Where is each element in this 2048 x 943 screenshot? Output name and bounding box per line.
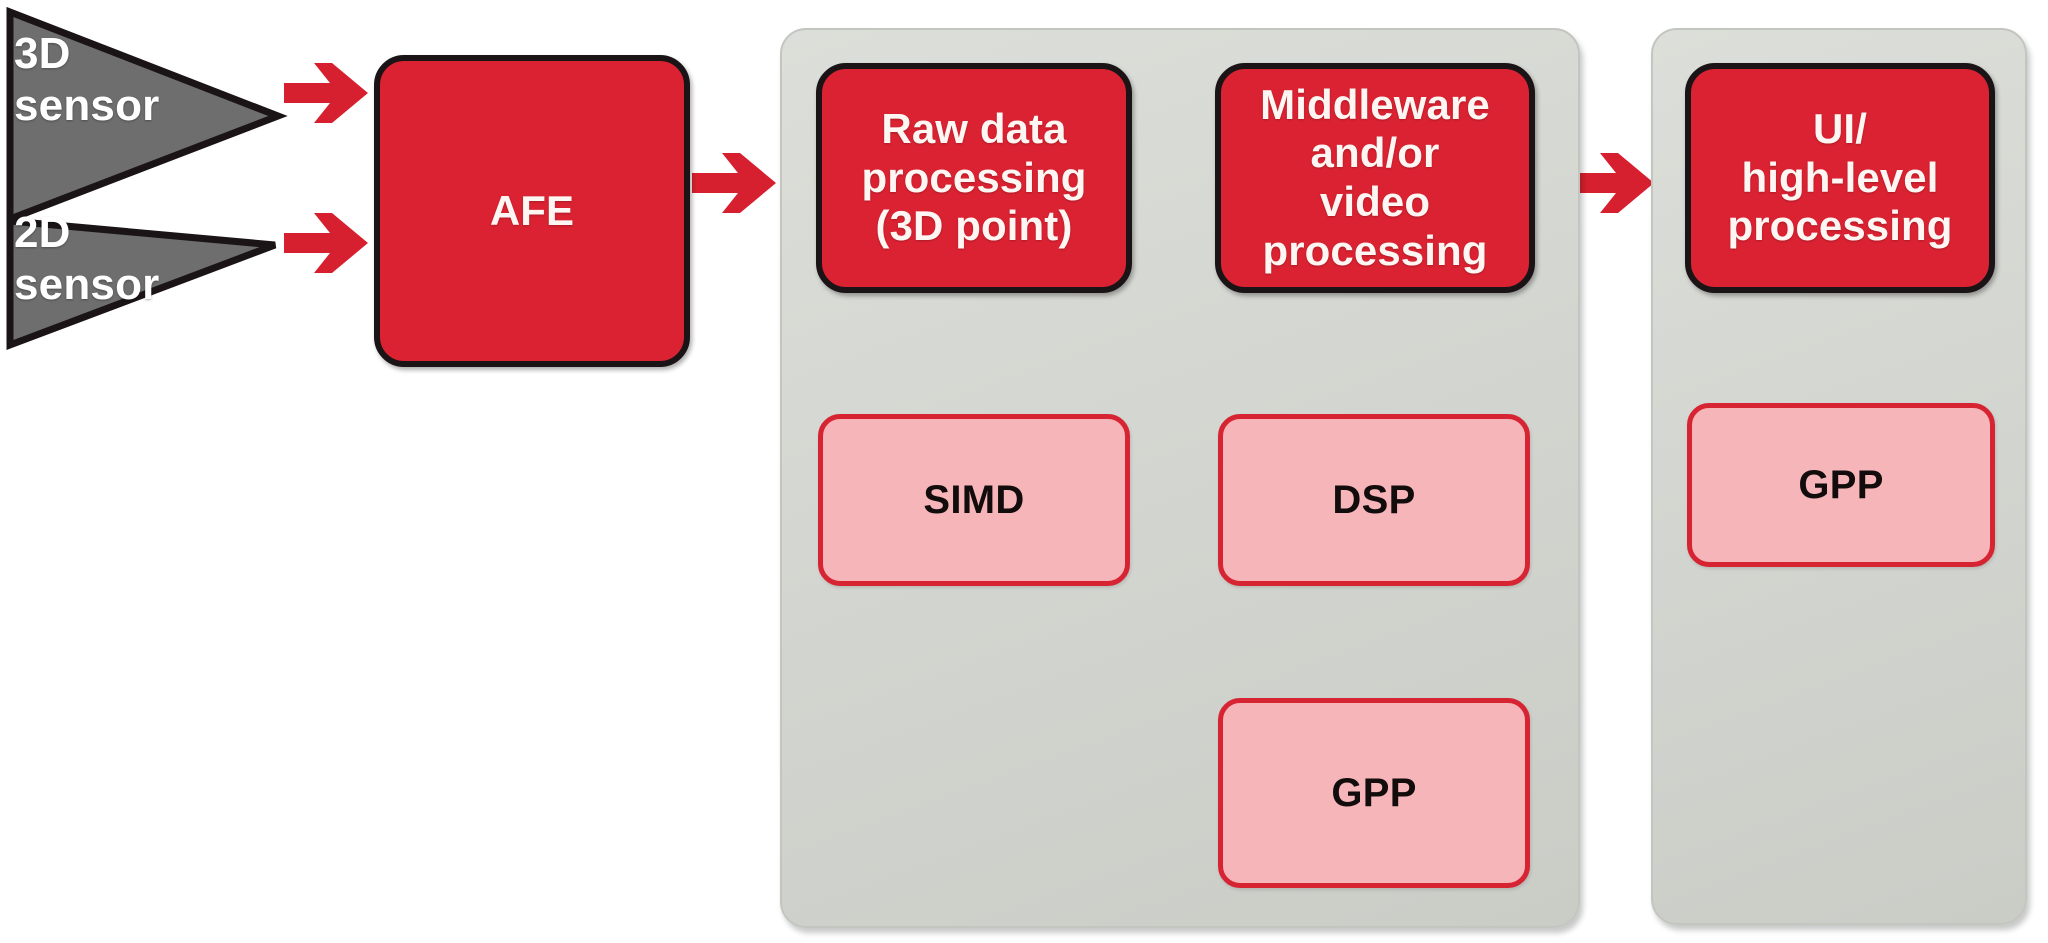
stage-block-ui-high-level-processing-label: UI/ high-level processing: [1727, 104, 1953, 250]
stage-block-middleware-video-processing[interactable]: Middleware and/or video processing: [1215, 63, 1535, 293]
stage-block-afe-label: AFE: [489, 186, 575, 234]
hardware-block-simd[interactable]: SIMD: [818, 414, 1130, 586]
stage-block-raw-data-processing[interactable]: Raw data processing (3D point): [816, 63, 1132, 293]
hardware-block-gpp-right[interactable]: GPP: [1687, 403, 1995, 567]
arrow-right-icon: [1570, 153, 1654, 213]
arrow-right-icon: [692, 153, 776, 213]
hardware-block-gpp-right-label: GPP: [1798, 462, 1884, 507]
triangle-right-icon: [6, 6, 288, 225]
hardware-block-simd-label: SIMD: [923, 477, 1025, 522]
stage-block-ui-high-level-processing[interactable]: UI/ high-level processing: [1685, 63, 1995, 293]
triangle-right-icon: [6, 217, 277, 351]
hardware-block-dsp-label: DSP: [1332, 477, 1416, 522]
arrow-right-icon: [284, 213, 368, 273]
arrow-2d-sensor-to-afe: [282, 205, 374, 281]
arrow-right-icon: [284, 63, 368, 123]
arrow-middleware-to-ui: [1568, 145, 1660, 221]
stage-block-raw-data-processing-label: Raw data processing (3D point): [861, 104, 1087, 250]
sensor-2d[interactable]: 2D sensor: [0, 197, 290, 351]
sensor-3d[interactable]: 3D sensor: [0, 6, 290, 225]
hardware-block-gpp-middle-label: GPP: [1331, 770, 1417, 815]
arrow-3d-sensor-to-afe: [282, 55, 374, 131]
stage-block-afe[interactable]: AFE: [374, 55, 690, 367]
hardware-block-dsp[interactable]: DSP: [1218, 414, 1530, 586]
hardware-block-gpp-middle[interactable]: GPP: [1218, 698, 1530, 888]
stage-block-middleware-video-processing-label: Middleware and/or video processing: [1260, 80, 1490, 274]
arrow-afe-to-raw-data: [690, 145, 782, 221]
